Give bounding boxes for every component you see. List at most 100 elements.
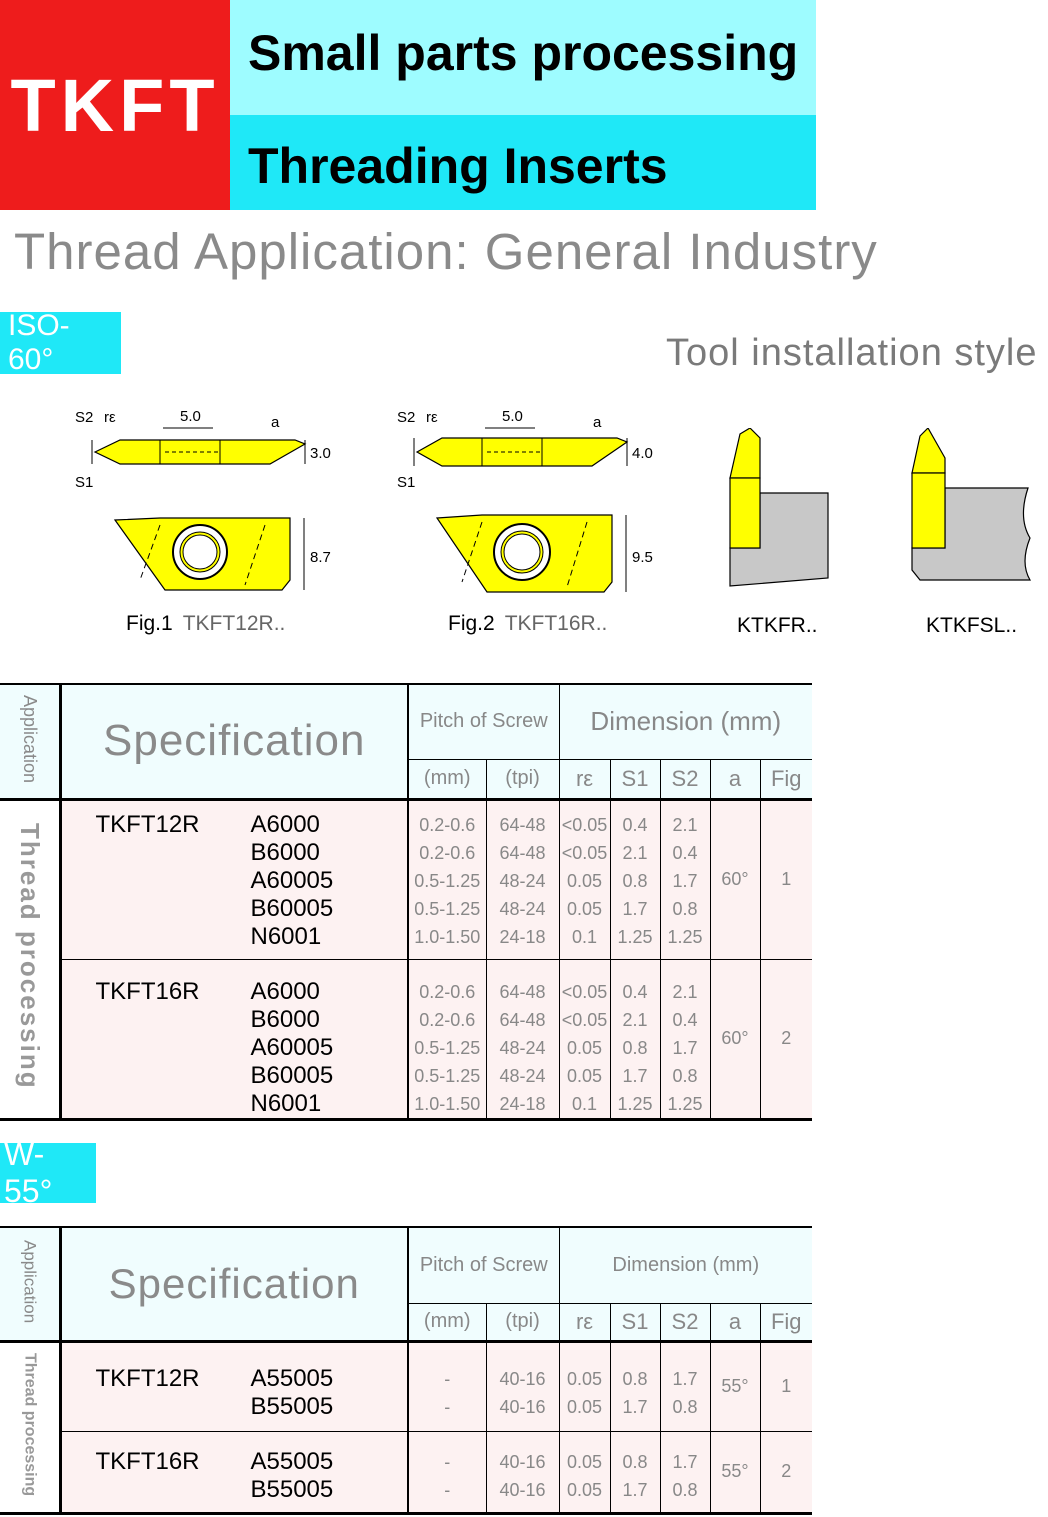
col-mm: (mm) [408, 1302, 487, 1343]
fig2-insert-drawing: S2 rε 5.0 a 4.0 S1 9.5 [397, 408, 653, 593]
col-re: rε [559, 1302, 611, 1343]
header-line-2: Threading Inserts [248, 138, 668, 194]
dimension-header: Dimension (mm) [559, 683, 813, 759]
fig1-thick-label: 3.0 [310, 445, 331, 462]
col-mm: (mm) [408, 758, 487, 801]
fig1-a-label: a [271, 414, 280, 431]
model-name: TKFT12R [95, 810, 200, 838]
col-tpi: (tpi) [486, 1302, 560, 1343]
col-re: rε [559, 758, 611, 801]
fig2-height-label: 9.5 [632, 549, 653, 566]
model-name: TKFT16R [95, 977, 200, 1005]
fig2-width-label: 5.0 [502, 408, 523, 425]
fig1-height-label: 8.7 [310, 549, 331, 566]
fig-value: 1 [760, 1341, 813, 1432]
mm-values: -- [408, 1341, 487, 1432]
fig-value: 2 [760, 1431, 813, 1515]
fig-value: 2 [760, 959, 813, 1121]
fig2-s1-label: S1 [397, 474, 415, 491]
brand-logo: TKFT [0, 0, 230, 210]
fig1-s2-label: S2 [75, 409, 93, 426]
dimension-header: Dimension (mm) [559, 1226, 813, 1303]
a-value: 55° [710, 1341, 761, 1432]
col-fig: Fig [760, 758, 813, 801]
specification-header: Specification [60, 683, 409, 801]
fig2-model: TKFT16R.. [504, 612, 608, 635]
col-s2: S2 [660, 1302, 711, 1343]
application-header: Application [0, 683, 62, 801]
application-title: Thread Application: General Industry [14, 223, 878, 280]
a-value: 60° [710, 959, 761, 1121]
fig-value: 1 [760, 799, 813, 960]
col-tpi: (tpi) [486, 758, 560, 801]
fig1-re-label: rε [104, 409, 116, 426]
fig2-caption: Fig.2 TKFT16R.. [448, 612, 607, 636]
fig1-caption: Fig.1 TKFT12R.. [126, 612, 285, 636]
fig1-label: Fig.1 [126, 612, 173, 635]
tool-ktkfr-drawing [729, 428, 829, 587]
process-label-cell: Thread processing [0, 799, 62, 1121]
tool-ktkfsl-label: KTKFSL.. [926, 614, 1018, 637]
application-header: Application [0, 1226, 62, 1343]
mm-values: -- [408, 1431, 487, 1515]
specification-header: Specification [60, 1226, 409, 1343]
col-fig: Fig [760, 1302, 813, 1343]
w-55-tag: W-55° [0, 1136, 96, 1209]
header-band-top: Small parts processing [230, 0, 816, 115]
fig1-width-label: 5.0 [180, 408, 201, 425]
fig2-a-label: a [593, 414, 602, 431]
col-s1: S1 [610, 758, 661, 801]
header-band-bottom: Threading Inserts [230, 115, 816, 210]
fig1-insert-drawing: S2 rε 5.0 a 3.0 S1 8.7 [75, 408, 331, 591]
model-name: TKFT16R [95, 1447, 200, 1475]
fig2-label: Fig.2 [448, 612, 495, 635]
iso-60-tag: ISO-60° [0, 309, 121, 376]
pitch-header: Pitch of Screw [408, 683, 560, 759]
fig2-s2-label: S2 [397, 409, 415, 426]
col-s2: S2 [660, 758, 711, 801]
col-s1: S1 [610, 1302, 661, 1343]
fig2-re-label: rε [426, 409, 438, 426]
w55-spec-table: Application Specification Pitch of Screw… [0, 1226, 813, 1515]
fig2-thick-label: 4.0 [632, 445, 653, 462]
model-name: TKFT12R [95, 1364, 200, 1392]
tool-installation-title: Tool installation style [666, 332, 1038, 374]
header-line-1: Small parts processing [248, 25, 799, 81]
fig1-model: TKFT12R.. [182, 612, 286, 635]
a-value: 60° [710, 799, 761, 960]
pitch-header: Pitch of Screw [408, 1226, 560, 1303]
iso-spec-table: Application Specification Pitch of Screw… [0, 683, 813, 1121]
col-a: a [710, 1302, 761, 1343]
tool-ktkfsl-drawing [911, 428, 1032, 581]
